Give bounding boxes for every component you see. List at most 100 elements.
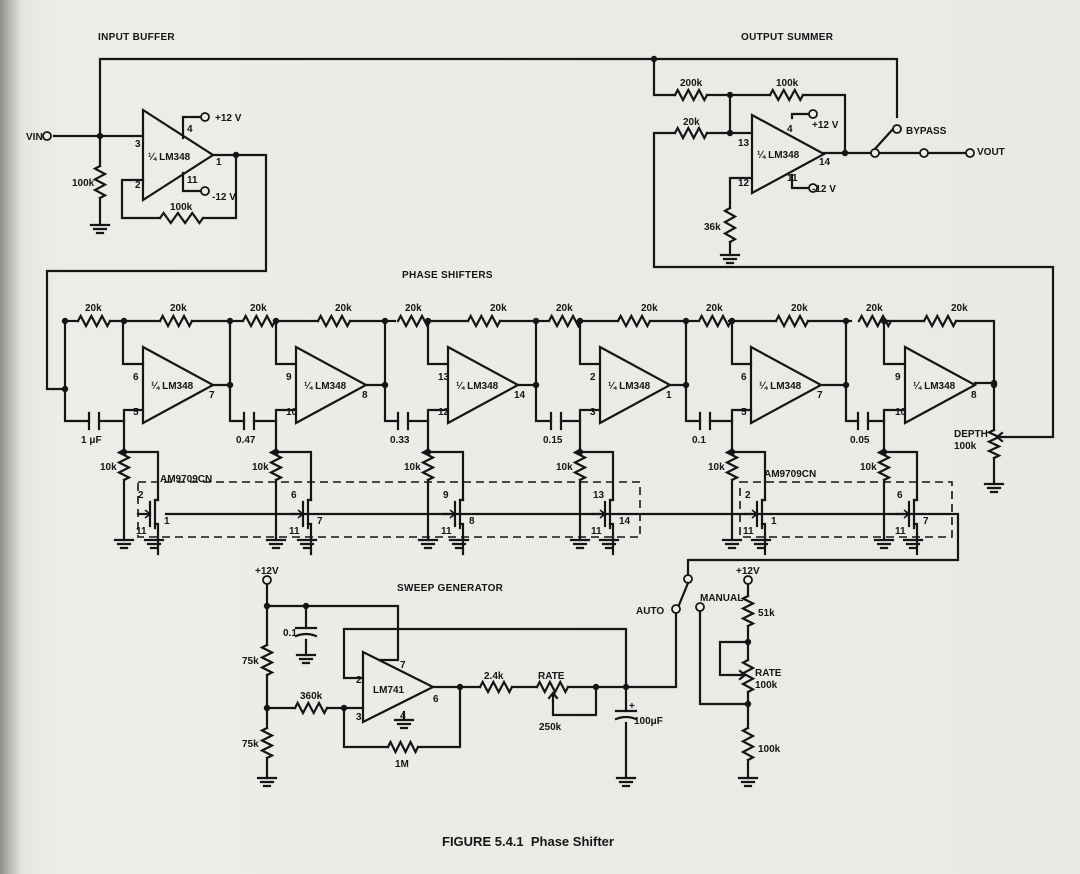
sweep-r-in xyxy=(293,700,329,716)
stage-4-r-gnd-label: 10k xyxy=(556,462,573,473)
vin-terminal[interactable] xyxy=(42,131,52,141)
input-buffer-opamp xyxy=(141,107,216,203)
auto-manual-switch-blade[interactable] xyxy=(677,581,690,607)
stage-4-pin-pos: 3 xyxy=(590,407,596,418)
sweep-opamp-ground xyxy=(393,718,415,730)
stage-4-ground xyxy=(569,538,591,550)
depth-label: DEPTH xyxy=(954,429,988,440)
sweep-r-out-label: 2.4k xyxy=(484,671,504,682)
stage-6-r-in xyxy=(857,313,893,329)
stage-3-r-fb-label: 20k xyxy=(490,303,507,314)
junction-dot xyxy=(841,149,849,157)
sweep-cap-ground xyxy=(295,653,317,665)
manual-terminal[interactable] xyxy=(695,602,705,612)
auto-terminal[interactable] xyxy=(671,604,681,614)
stage-1-fet-d: 2 xyxy=(138,490,144,501)
stage-6-r-in-label: 20k xyxy=(866,303,883,314)
junction-dot xyxy=(622,683,630,691)
vout-switch-terminal[interactable] xyxy=(919,148,929,158)
bypass-terminal[interactable] xyxy=(892,124,902,134)
stage-4-cap-label: 0.15 xyxy=(543,435,563,446)
junction-dot xyxy=(120,317,128,325)
fet-chip-outline-2 xyxy=(739,481,953,538)
summer-vneg-terminal xyxy=(808,183,818,193)
input-buffer-r-in xyxy=(92,164,108,200)
output-summer-title: OUTPUT SUMMER xyxy=(741,32,834,43)
auto-switch-pivot[interactable] xyxy=(683,574,693,584)
summer-r-fb-label: 100k xyxy=(776,78,799,89)
stage-3-fet xyxy=(441,498,465,556)
stage-6-r-gnd-label: 10k xyxy=(860,462,877,473)
stage-5-pin-pos: 5 xyxy=(741,407,747,418)
stage-2-cap-label: 0.47 xyxy=(236,435,256,446)
labels: INPUT BUFFER OUTPUT SUMMER PHASE SHIFTER… xyxy=(26,32,1005,849)
sweep-cap-polarity: + xyxy=(629,701,635,712)
stage-5-opamp-label: ¼ LM348 xyxy=(759,381,802,392)
input-buffer-vneg: -12 V xyxy=(212,192,236,203)
junction-dot xyxy=(728,317,736,325)
depth-value: 100k xyxy=(954,441,977,452)
input-buffer-r-in-label: 100k xyxy=(72,178,95,189)
stage-5-r-in xyxy=(697,313,733,329)
stage-1-fet-ground xyxy=(143,538,165,550)
stage-1-r-gnd xyxy=(116,448,132,482)
stage-2-ground xyxy=(265,538,287,550)
junction-dot xyxy=(226,381,234,389)
stage-3-ground xyxy=(417,538,439,550)
sweep-r-fb xyxy=(386,739,420,755)
junction-dot xyxy=(576,448,584,456)
sweep-r-fb-label: 1M xyxy=(395,759,409,770)
stage-4-fet-s: 11 xyxy=(591,526,602,537)
stage-5-cap-label: 0.1 xyxy=(692,435,706,446)
input-buffer-vneg-terminal xyxy=(200,186,210,196)
summer-r-top xyxy=(673,87,709,103)
stage-3-opamp xyxy=(446,345,521,425)
sweep-opamp-label: LM741 xyxy=(373,685,405,696)
stage-1-ground xyxy=(113,538,135,550)
phase-shifters-title: PHASE SHIFTERS xyxy=(402,270,493,281)
stage-3-opamp-label: ¼ LM348 xyxy=(456,381,499,392)
input-buffer-ground xyxy=(89,223,111,235)
sweep-pin-4: 4 xyxy=(400,711,406,722)
components: + xyxy=(42,55,1007,788)
sweep-electrolytic-capacitor xyxy=(614,709,638,721)
junction-dot xyxy=(576,317,584,325)
sweep-pin-7: 7 xyxy=(400,660,406,671)
stage-6-r-gnd xyxy=(876,448,892,482)
sweep-vpos: +12V xyxy=(255,566,279,577)
junction-dot xyxy=(272,317,280,325)
sweep-cap-label: 0.1 xyxy=(283,628,297,639)
manual-rate-label: RATE xyxy=(755,668,782,679)
stage-2-pin-pos: 10 xyxy=(286,407,298,418)
stage-5-fet-s: 11 xyxy=(743,526,754,537)
junction-dot xyxy=(682,381,690,389)
sweep-vpos-terminal xyxy=(262,575,272,585)
stage-4-r-in xyxy=(547,313,583,329)
figure-caption: FIGURE 5.4.1 Phase Shifter xyxy=(442,834,614,849)
summer-opamp xyxy=(750,113,827,195)
stage-4-opamp-label: ¼ LM348 xyxy=(608,381,651,392)
fet-chip-2-label: AM9709CN xyxy=(764,469,816,480)
sweep-capacitor xyxy=(294,626,318,638)
stage-4-capacitor xyxy=(549,411,563,431)
stage-1-cap-label: 1 μF xyxy=(81,435,102,446)
stage-4-fet-d: 13 xyxy=(593,490,605,501)
stage-5-fet-d: 2 xyxy=(745,490,751,501)
summer-pin-11: 11 xyxy=(787,173,798,184)
summer-r-in-label: 20k xyxy=(683,117,700,128)
sweep-out-ground xyxy=(615,776,637,788)
stage-6-fet-g: 7 xyxy=(923,516,929,527)
stage-2-opamp-label: ¼ LM348 xyxy=(304,381,347,392)
stage-6-opamp xyxy=(903,345,978,425)
junction-dot xyxy=(381,381,389,389)
summer-vpos-terminal xyxy=(808,109,818,119)
stage-5-fet-ground xyxy=(750,538,772,550)
stage-5-ground xyxy=(721,538,743,550)
summer-output-terminal[interactable] xyxy=(870,148,880,158)
vout-terminal[interactable] xyxy=(965,148,975,158)
stage-4-r-fb xyxy=(616,313,652,329)
stage-1-opamp-label: ¼ LM348 xyxy=(151,381,194,392)
fet-chip-1-label: AM9709CN xyxy=(160,474,212,485)
junction-dot xyxy=(726,129,734,137)
